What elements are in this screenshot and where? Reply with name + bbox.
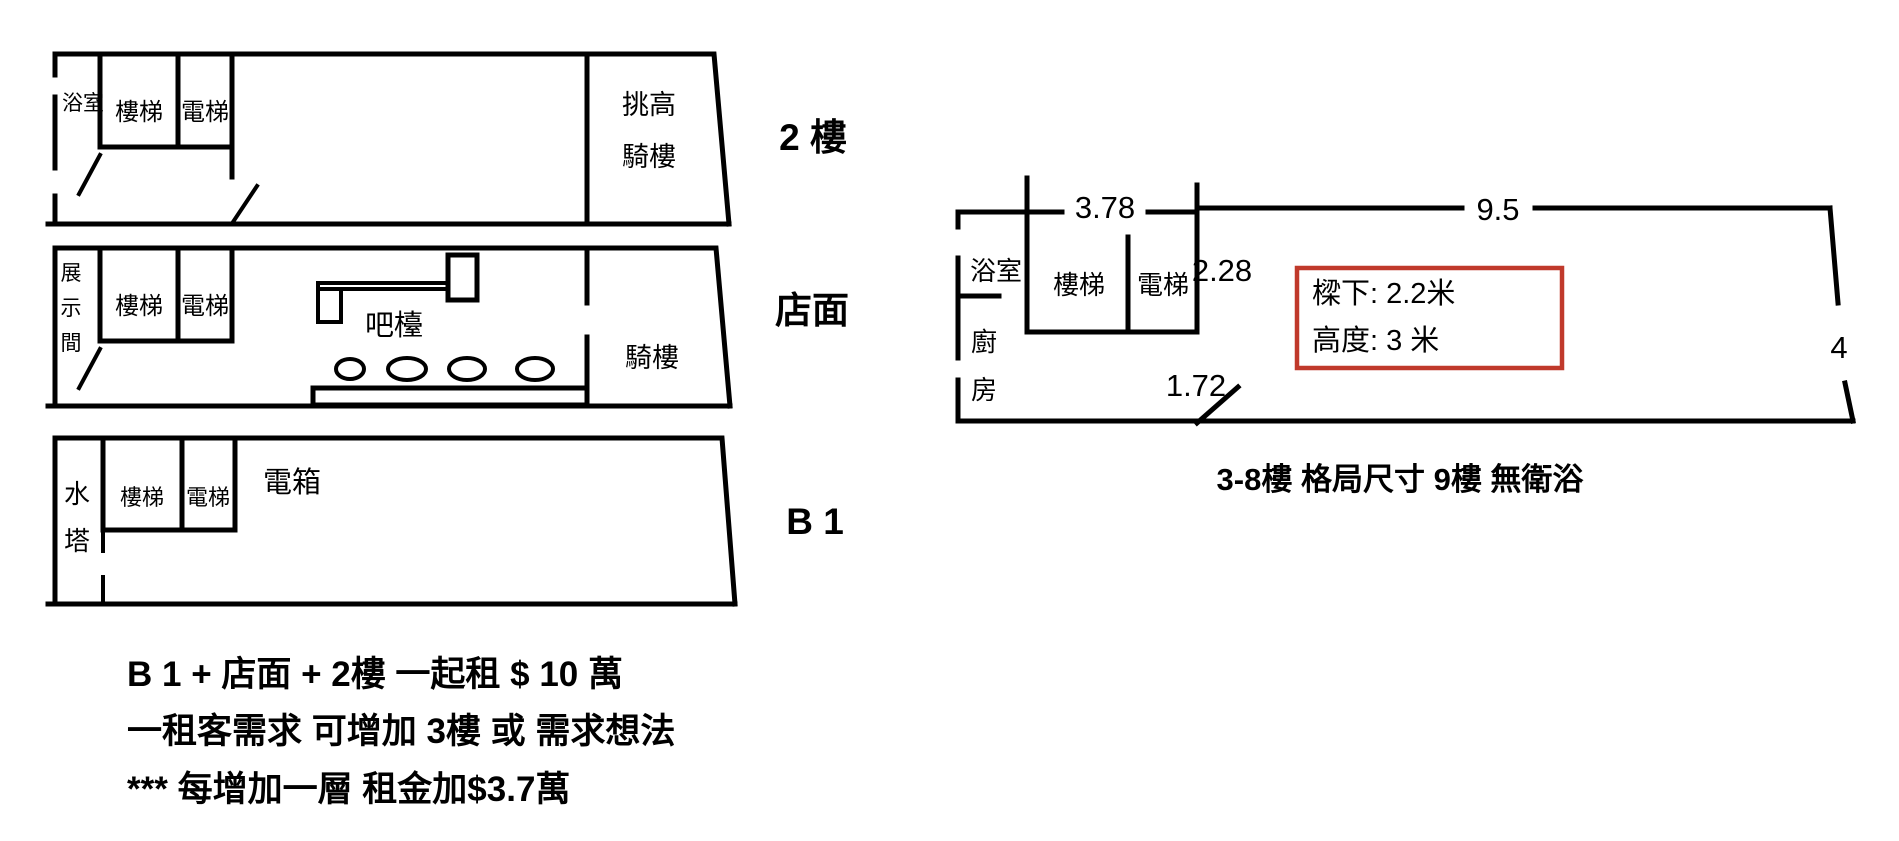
storefront-showroom-char-2: 示 [61,297,82,320]
unit-stair-elevator-walls [1024,175,1200,335]
dim-door: 1.72 [1166,368,1226,403]
dim-depth: 4 [1830,330,1847,365]
storefront-floor-label: 店面 [775,290,849,331]
basement-stair-elevator-walls [100,435,238,533]
floor2-floor-label: 2 樓 [779,117,847,158]
highlight-beam-height-line: 樑下: 2.2米 [1312,277,1455,310]
basement-stairs-label: 樓梯 [120,485,164,510]
unit-door-swing-line [1193,383,1242,427]
unit-plan-caption: 3-8樓 格局尺寸 9樓 無衛浴 [1217,462,1585,497]
unit-stairs-label: 樓梯 [1053,270,1105,300]
bar-stool-1 [334,357,366,381]
storefront-door-swing-line [76,346,103,391]
unit-left-walls [955,209,1030,424]
storefront-stair-elevator-walls [97,245,235,344]
note-line-1: B 1 + 店面 + 2樓 一起租 $ 10 萬 [127,655,623,694]
basement-outer-walls [45,435,738,607]
unit-kitchen-char-1: 廚 [971,327,997,357]
floor2-stair-elevator-walls [97,51,235,180]
bar-stool-2 [386,356,428,382]
highlight-ceiling-height-line: 高度: 3 米 [1312,324,1439,357]
bar-counter-end-box [445,252,480,303]
unit-kitchen-char-2: 房 [971,375,997,405]
unit-plan: 浴室 廚 房 樓梯 電梯 3.78 9.5 2.28 1.72 4 樑下: 2.… [955,175,1856,497]
basement-plan: 水 塔 樓梯 電梯 電箱 B 1 [45,435,844,607]
basement-floor-label: B 1 [786,501,844,542]
bar-counter-lines [316,281,450,324]
basement-elevator-label: 電梯 [186,485,230,510]
unit-bathroom-label: 浴室 [970,256,1022,286]
storefront-plan: 展 示 間 樓梯 電梯 吧檯 騎樓 店面 [45,245,849,409]
floor2-elevator-label: 電梯 [181,99,229,126]
floor2-arcade-label-line1: 挑高 [622,90,676,120]
storefront-arcade-label: 騎樓 [625,343,679,373]
floor2-bathroom-label: 浴室 [62,92,104,115]
height-highlight-box [1294,265,1565,371]
unit-elevator-label: 電梯 [1137,270,1189,300]
dim-elevator: 2.28 [1192,253,1252,288]
storefront-stairs-label: 樓梯 [115,293,163,320]
unit-right-slanted-wall [1827,205,1856,424]
floor2-stairs-label: 樓梯 [115,99,163,126]
basement-watertower-char-2: 塔 [64,526,90,556]
basement-electric-box-label: 電箱 [263,466,321,499]
dim-stair-width: 3.78 [1075,190,1135,225]
storefront-showroom-char-3: 間 [61,332,82,355]
bar-stool-4 [515,356,555,382]
dim-main-width: 9.5 [1476,192,1519,227]
bar-counter-label: 吧檯 [365,309,423,342]
storefront-showroom-char-1: 展 [61,262,82,285]
bar-stool-3 [447,356,487,382]
basement-watertower-char-1: 水 [64,479,90,509]
rental-notes: B 1 + 店面 + 2樓 一起租 $ 10 萬 一租客需求 可增加 3樓 或 … [127,655,675,809]
floor2-outer-walls [45,51,732,227]
floor2-door-swing-lines [76,152,260,225]
note-line-3: *** 每增加一層 租金加$3.7萬 [127,769,570,809]
storefront-elevator-label: 電梯 [181,293,229,320]
floor2-plan: 浴室 樓梯 電梯 挑高 騎樓 2 樓 [45,51,847,227]
storefront-bench [310,385,590,408]
floor2-arcade-label-line2: 騎樓 [622,142,676,172]
note-line-2: 一租客需求 可增加 3樓 或 需求想法 [127,711,675,751]
